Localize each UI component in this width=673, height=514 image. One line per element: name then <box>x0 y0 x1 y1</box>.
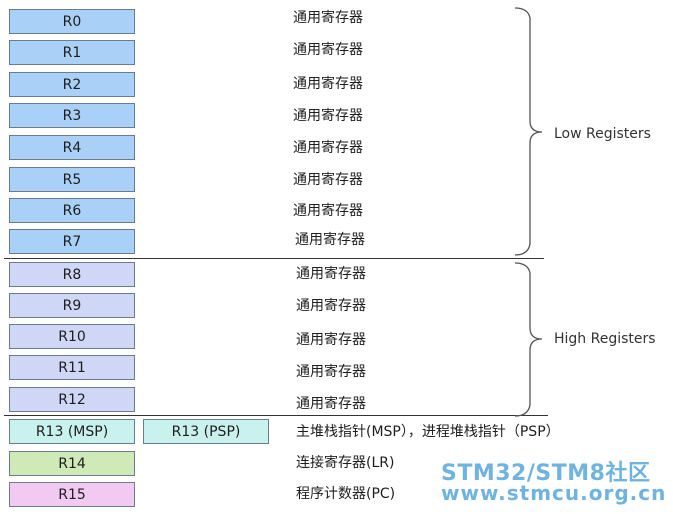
register-r9: R9 <box>9 293 135 318</box>
register-desc-r13: 主堆栈指针(MSP），进程堆栈指针（PSP） <box>296 424 560 440</box>
register-desc-r10: 通用寄存器 <box>296 332 366 348</box>
register-desc-r2: 通用寄存器 <box>293 76 363 92</box>
high-special-divider <box>4 415 548 416</box>
register-r6: R6 <box>9 198 135 223</box>
register-r12: R12 <box>9 387 135 412</box>
register-r14: R14 <box>9 451 135 476</box>
register-desc-r15: 程序计数器(PC) <box>296 486 396 502</box>
register-r7: R7 <box>9 229 135 254</box>
register-desc-r9: 通用寄存器 <box>296 298 366 314</box>
high-registers-label: High Registers <box>554 331 656 347</box>
register-desc-r5: 通用寄存器 <box>293 172 363 188</box>
register-r2: R2 <box>9 72 135 97</box>
register-r13-msp: R13 (MSP) <box>9 419 135 444</box>
low-high-divider <box>4 258 544 259</box>
watermark-url: www.stmcu.org.cn <box>441 481 667 505</box>
register-desc-r0: 通用寄存器 <box>293 10 363 26</box>
low-registers-label: Low Registers <box>554 126 651 142</box>
register-r13-psp: R13 (PSP) <box>143 419 269 444</box>
register-desc-r7: 通用寄存器 <box>295 232 365 248</box>
register-desc-r8: 通用寄存器 <box>296 266 366 282</box>
register-r11: R11 <box>9 355 135 380</box>
register-desc-r1: 通用寄存器 <box>293 42 363 58</box>
register-r5: R5 <box>9 167 135 192</box>
register-desc-r11: 通用寄存器 <box>296 364 366 380</box>
register-desc-r12: 通用寄存器 <box>296 396 366 412</box>
register-desc-r4: 通用寄存器 <box>293 140 363 156</box>
register-desc-r6: 通用寄存器 <box>293 203 363 219</box>
register-desc-r14: 连接寄存器(LR) <box>296 455 395 471</box>
low-registers-brace <box>514 7 543 256</box>
register-r0: R0 <box>9 9 135 34</box>
register-r3: R3 <box>9 103 135 128</box>
register-r8: R8 <box>9 262 135 287</box>
register-desc-r3: 通用寄存器 <box>293 108 363 124</box>
register-r10: R10 <box>9 324 135 349</box>
register-r1: R1 <box>9 40 135 65</box>
register-r15: R15 <box>9 482 135 507</box>
high-registers-brace <box>514 262 543 417</box>
watermark-title: STM32/STM8社区 <box>441 461 651 486</box>
register-r4: R4 <box>9 135 135 160</box>
